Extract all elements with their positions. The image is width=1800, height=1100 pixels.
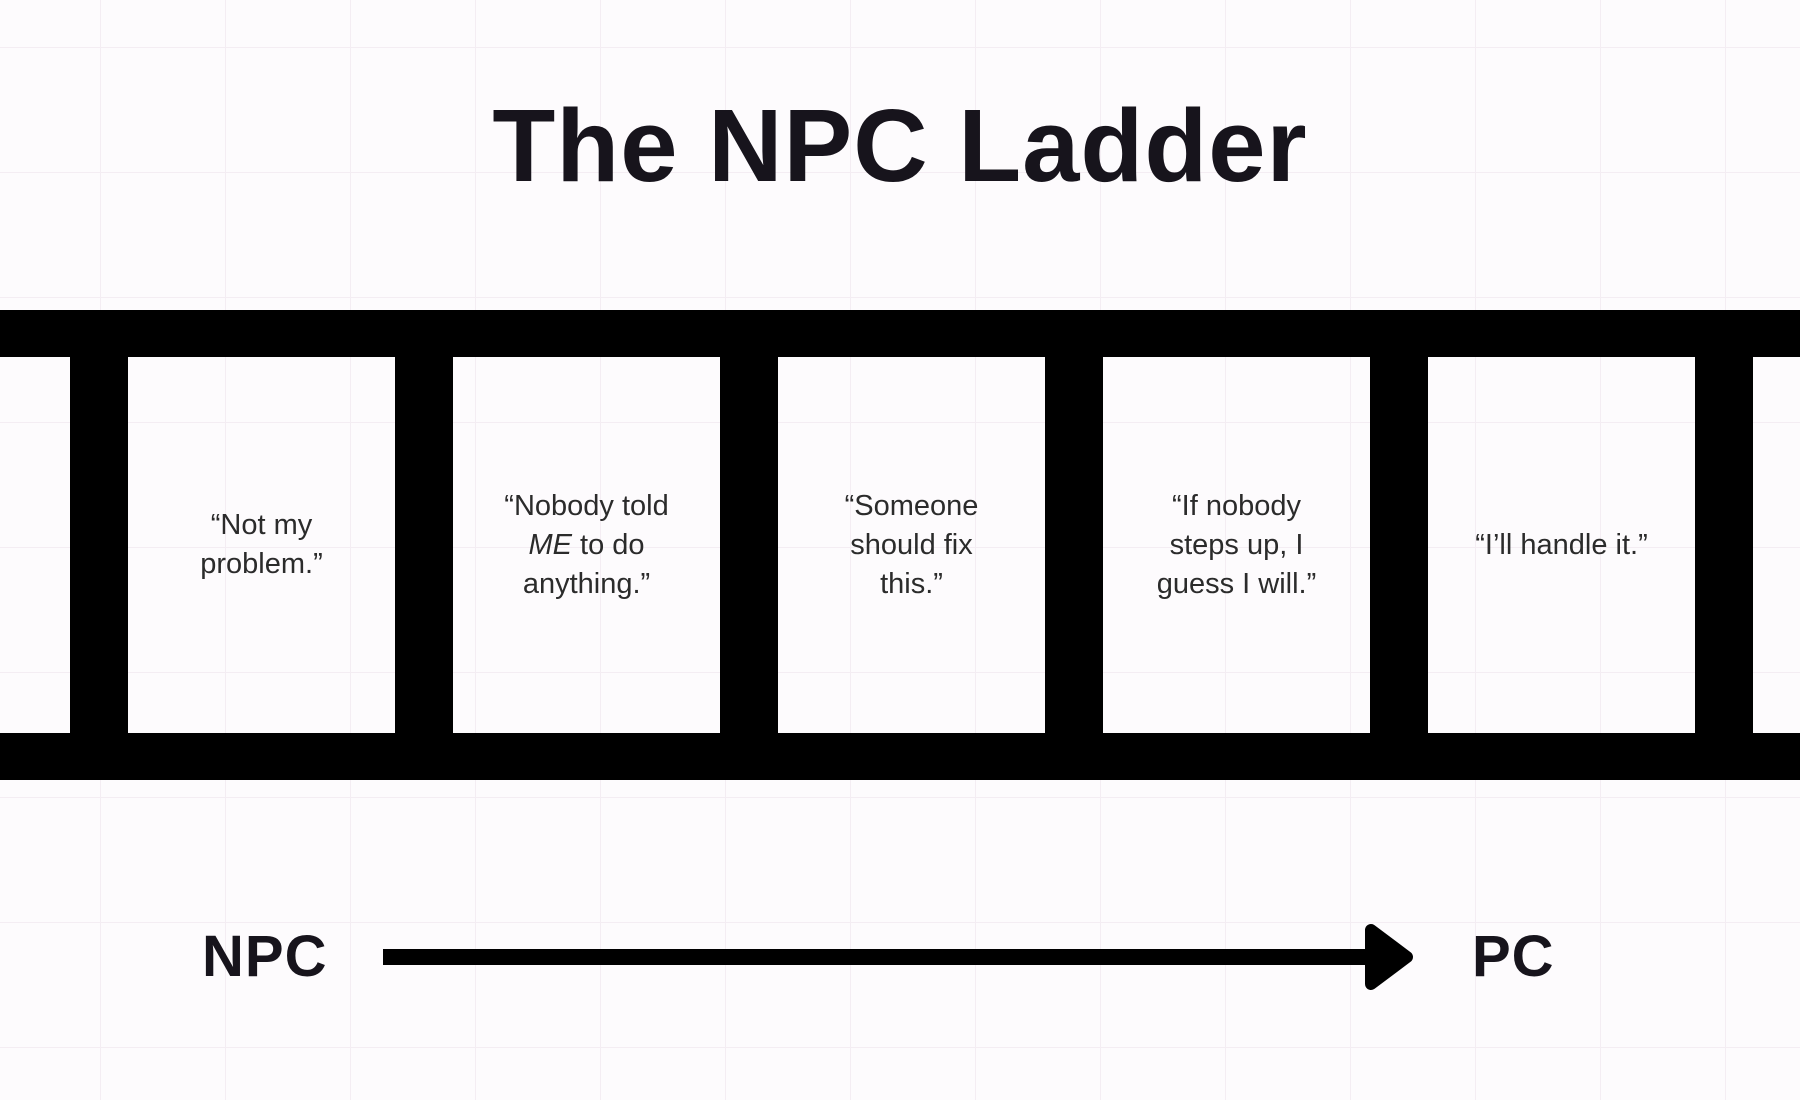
ladder-rung [1370, 355, 1428, 735]
ladder-step-quote-3: “Someone should fix this.” [788, 357, 1035, 733]
quote-text: “Nobody told ME to do anything.” [504, 489, 669, 600]
ladder-step-quote-2: “Nobody told ME to do anything.” [463, 357, 710, 733]
ladder-step-quote-5: “I’ll handle it.” [1438, 357, 1685, 733]
ladder-rail-top [0, 310, 1800, 357]
ladder-rail-bottom [0, 733, 1800, 780]
ladder-step-quote-1: “Not my problem.” [138, 357, 385, 733]
axis-start-label: NPC [202, 924, 328, 989]
quote-text: “If nobody steps up, I guess I will.” [1156, 489, 1317, 600]
quote-text: “Not my problem.” [200, 509, 323, 580]
ladder-rung [720, 355, 778, 735]
page-title: The NPC Ladder [492, 88, 1308, 203]
quote-text: “Someone should fix this.” [844, 489, 979, 600]
ladder-rung [1045, 355, 1103, 735]
arrow-right-icon [383, 924, 1413, 990]
ladder-rung [395, 355, 453, 735]
ladder-rung [1695, 355, 1753, 735]
quote-emphasis: ME [528, 528, 572, 561]
ladder-step-quote-4: “If nobody steps up, I guess I will.” [1113, 357, 1360, 733]
ladder-rung [70, 355, 128, 735]
quote-text: “I’ll handle it.” [1475, 528, 1648, 561]
axis-end-label: PC [1472, 924, 1555, 989]
npc-ladder-diagram: “Not my problem.” “Nobody told ME to do … [0, 310, 1800, 780]
